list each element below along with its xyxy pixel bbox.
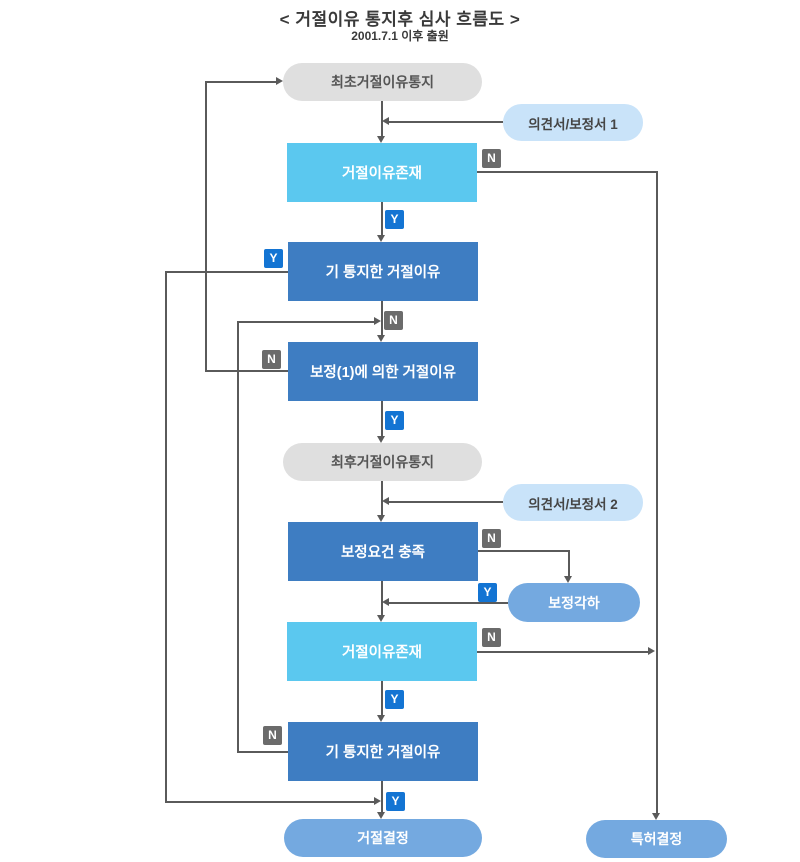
arrow-left-icon bbox=[382, 497, 389, 505]
arrow-down-icon bbox=[377, 812, 385, 819]
node-patent-decision: 특허결정 bbox=[586, 820, 727, 858]
chart-title: < 거절이유 통지후 심사 흐름도 > bbox=[279, 10, 521, 29]
flow-line bbox=[237, 321, 374, 323]
flow-line bbox=[381, 202, 383, 235]
flow-line bbox=[165, 271, 288, 273]
flow-line bbox=[381, 781, 383, 812]
arrow-down-icon bbox=[377, 715, 385, 722]
flow-line bbox=[237, 321, 239, 752]
node-reason-by-amendment: 보정(1)에 의한 거절이유 bbox=[288, 342, 478, 401]
arrow-left-icon bbox=[382, 598, 389, 606]
no-badge: N bbox=[262, 350, 281, 369]
yes-badge: Y bbox=[385, 690, 404, 709]
flow-line bbox=[381, 401, 383, 436]
flow-line bbox=[656, 171, 658, 813]
node-amendment-dismissal: 보정각하 bbox=[508, 583, 640, 622]
arrow-down-icon bbox=[377, 235, 385, 242]
yes-badge: Y bbox=[264, 249, 283, 268]
no-badge: N bbox=[482, 628, 501, 647]
arrow-down-icon bbox=[377, 615, 385, 622]
chart-subtitle: 2001.7.1 이후 출원 bbox=[351, 29, 449, 43]
arrow-down-icon bbox=[377, 436, 385, 443]
node-amendment-requirements-met: 보정요건 충족 bbox=[288, 522, 478, 581]
node-final-rejection-notice: 최후거절이유통지 bbox=[283, 443, 482, 481]
flow-line bbox=[237, 751, 288, 753]
yes-badge: Y bbox=[385, 411, 404, 430]
node-rejection-reason-exists-2: 거절이유존재 bbox=[287, 622, 477, 681]
no-badge: N bbox=[482, 149, 501, 168]
flow-line bbox=[381, 681, 383, 715]
arrow-down-icon bbox=[652, 813, 660, 820]
arrow-right-icon bbox=[374, 797, 381, 805]
yes-badge: Y bbox=[478, 583, 497, 602]
arrow-down-icon bbox=[377, 515, 385, 522]
flow-line bbox=[477, 171, 657, 173]
flow-line bbox=[381, 481, 383, 515]
arrow-right-icon bbox=[276, 77, 283, 85]
arrow-left-icon bbox=[382, 117, 389, 125]
flow-line bbox=[381, 301, 383, 335]
flow-line bbox=[205, 81, 276, 83]
flow-line bbox=[568, 550, 570, 576]
flow-line bbox=[388, 501, 503, 503]
arrow-down-icon bbox=[377, 335, 385, 342]
yes-badge: Y bbox=[385, 210, 404, 229]
arrow-down-icon bbox=[377, 136, 385, 143]
node-rejection-reason-exists-1: 거절이유존재 bbox=[287, 143, 477, 202]
flow-line bbox=[165, 271, 167, 802]
no-badge: N bbox=[384, 311, 403, 330]
node-previously-notified-reason-1: 기 통지한 거절이유 bbox=[288, 242, 478, 301]
no-badge: N bbox=[263, 726, 282, 745]
flow-line bbox=[165, 801, 374, 803]
node-opinion-amendment-2: 의견서/보정서 2 bbox=[503, 484, 643, 521]
flow-line bbox=[381, 581, 383, 615]
no-badge: N bbox=[482, 529, 501, 548]
flow-line bbox=[205, 81, 207, 371]
flow-line bbox=[478, 550, 569, 552]
flow-line bbox=[205, 370, 288, 372]
arrow-right-icon bbox=[648, 647, 655, 655]
arrow-down-icon bbox=[564, 576, 572, 583]
node-opinion-amendment-1: 의견서/보정서 1 bbox=[503, 104, 643, 141]
flow-line bbox=[477, 651, 648, 653]
flow-line bbox=[381, 101, 383, 136]
node-initial-rejection-notice: 최초거절이유통지 bbox=[283, 63, 482, 101]
flow-line bbox=[388, 121, 503, 123]
node-previously-notified-reason-2: 기 통지한 거절이유 bbox=[288, 722, 478, 781]
yes-badge: Y bbox=[386, 792, 405, 811]
arrow-right-icon bbox=[374, 317, 381, 325]
node-rejection-decision: 거절결정 bbox=[284, 819, 482, 857]
flow-line bbox=[388, 602, 508, 604]
